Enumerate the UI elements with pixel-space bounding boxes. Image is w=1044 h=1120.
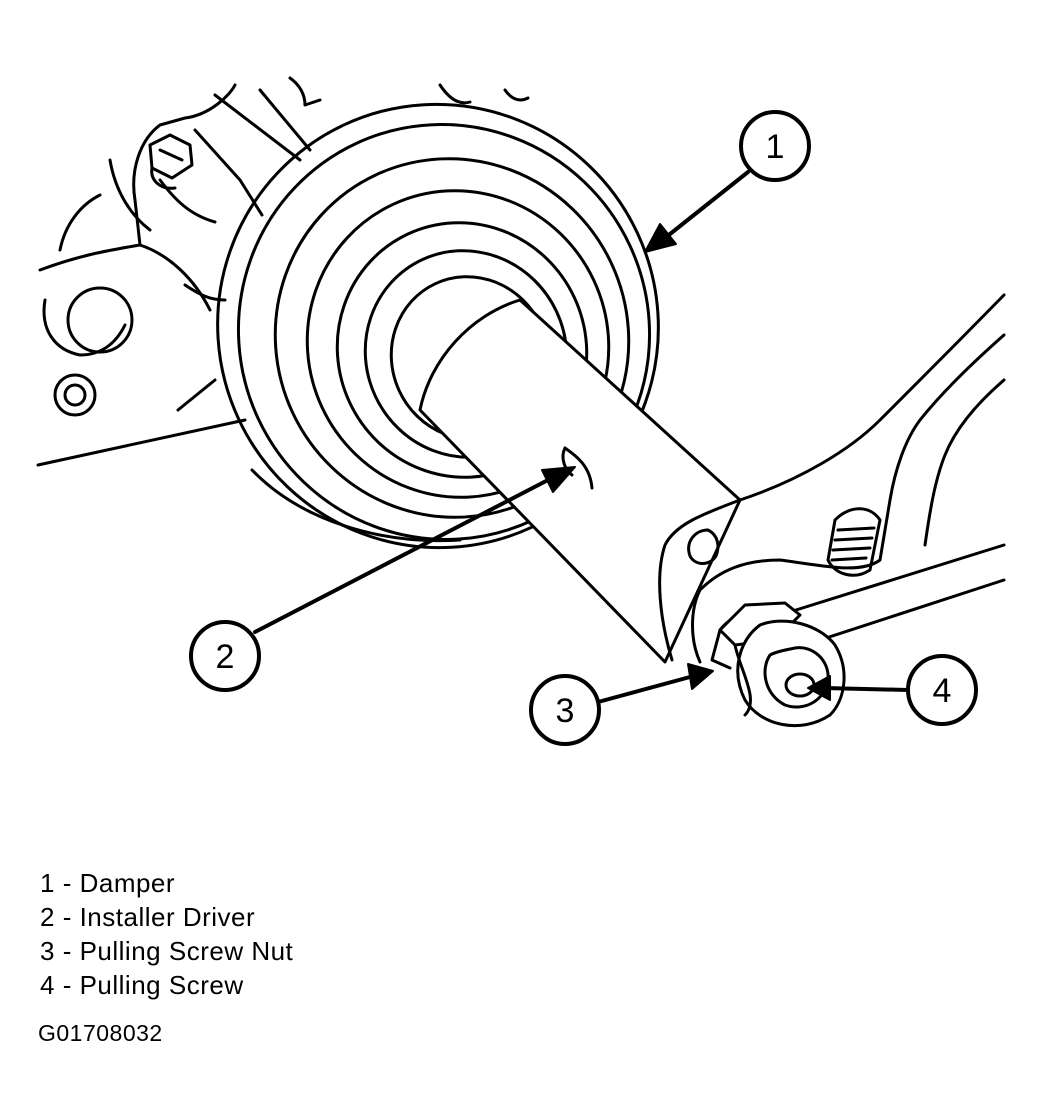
legend-number: 4 <box>40 970 55 1000</box>
callout-circle-4 <box>906 654 978 726</box>
legend-number: 2 <box>40 902 55 932</box>
callout-circles <box>189 110 978 746</box>
installer-driver <box>418 298 742 664</box>
arrow-3 <box>596 675 692 704</box>
arrowhead-3 <box>687 663 714 690</box>
arrow-2 <box>253 478 550 634</box>
leader-arrows <box>253 170 910 704</box>
legend-label: Damper <box>79 868 176 898</box>
callout-number-4: 4 <box>933 672 952 710</box>
figure-id: G01708032 <box>38 1020 163 1046</box>
legend-item: 1 - Damper <box>40 866 293 900</box>
legend-item: 2 - Installer Driver <box>40 900 293 934</box>
pulling-screw <box>710 543 1006 728</box>
callout-circle-1 <box>739 110 811 182</box>
legend-number: 1 <box>40 868 55 898</box>
legend-label: Pulling Screw <box>79 970 244 1000</box>
legend-separator: - <box>54 902 80 932</box>
hex-bolt <box>148 133 194 190</box>
legend-separator: - <box>54 970 80 1000</box>
arrow-4 <box>822 686 910 692</box>
legend-label: Pulling Screw Nut <box>79 936 294 966</box>
callout-number-2: 2 <box>216 638 235 676</box>
callout-number-1: 1 <box>766 128 785 166</box>
legend-item: 4 - Pulling Screw <box>40 968 293 1002</box>
arrowhead-2 <box>541 466 576 493</box>
legend-label: Installer Driver <box>79 902 256 932</box>
callout-circle-3 <box>529 674 601 746</box>
callout-number-3: 3 <box>556 692 575 730</box>
legend-number: 3 <box>40 936 55 966</box>
callout-circle-2 <box>189 620 261 692</box>
arrowhead-1 <box>644 223 677 253</box>
engine-block-outline <box>36 76 530 467</box>
callout-numbers: 1 2 3 4 <box>216 128 952 730</box>
arrowheads <box>541 223 831 701</box>
arrowhead-4 <box>807 675 831 701</box>
legend-item: 3 - Pulling Screw Nut <box>40 934 293 968</box>
wrench <box>658 293 1006 664</box>
damper-installation-diagram: 1 2 3 4 <box>36 76 1006 746</box>
legend-separator: - <box>54 868 80 898</box>
legend-separator: - <box>54 936 80 966</box>
arrow-1 <box>663 170 750 240</box>
legend: 1 - Damper 2 - Installer Driver 3 - Pull… <box>40 866 293 1002</box>
adjuster-worm <box>826 507 882 577</box>
